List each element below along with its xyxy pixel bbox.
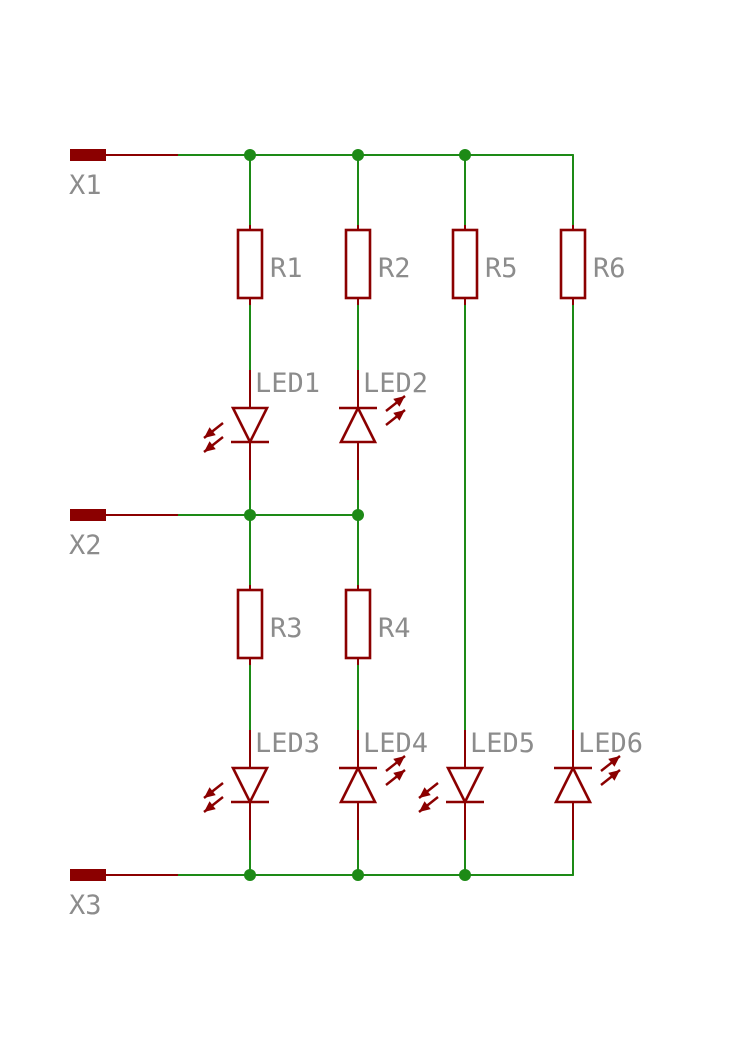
resistor-label: R3: [270, 613, 303, 644]
emission-arrow-head: [393, 756, 405, 767]
led-led6: LED6: [553, 728, 643, 840]
connector-x3: X3: [69, 869, 178, 921]
junction-dot: [459, 869, 471, 881]
resistor-label: R4: [378, 613, 411, 644]
resistor-r3: R3: [236, 585, 303, 665]
emission-arrow-head: [419, 787, 431, 798]
resistor-body: [236, 228, 264, 300]
emission-arrow-head: [419, 801, 431, 812]
connector-pad: [70, 869, 106, 881]
junction-dot: [244, 509, 256, 521]
emission-arrow-head: [204, 787, 216, 798]
junction-dot: [244, 149, 256, 161]
resistor-r5: R5: [451, 225, 518, 305]
junction-dot: [352, 509, 364, 521]
led-label: LED2: [363, 368, 428, 399]
resistor-body: [344, 228, 372, 300]
emission-arrow-head: [204, 427, 216, 438]
junctions: [244, 149, 471, 881]
led-led4: LED4: [338, 728, 428, 840]
led-triangle: [445, 766, 485, 805]
connector-pad: [70, 509, 106, 521]
connector-label: X2: [69, 530, 102, 561]
led-triangle: [338, 765, 378, 804]
junction-dot: [244, 869, 256, 881]
emission-arrow-head: [204, 441, 216, 452]
led-led5: LED5: [418, 728, 535, 840]
led-triangle: [230, 766, 270, 805]
connector-pad: [70, 149, 106, 161]
emission-arrow-head: [393, 396, 405, 407]
emission-arrow-head: [393, 770, 405, 781]
resistor-body: [344, 588, 372, 660]
emission-arrow-head: [204, 801, 216, 812]
led-label: LED4: [363, 728, 428, 759]
resistor-body: [559, 228, 587, 300]
emission-arrow-head: [608, 756, 620, 767]
resistor-label: R1: [270, 253, 303, 284]
resistor-label: R2: [378, 253, 411, 284]
led-triangle: [338, 405, 378, 444]
led-triangle: [553, 765, 593, 804]
resistor-r4: R4: [344, 585, 411, 665]
wires: [177, 154, 574, 876]
connector-label: X3: [69, 890, 102, 921]
connector-label: X1: [69, 170, 102, 201]
junction-dot: [352, 869, 364, 881]
junction-dot: [352, 149, 364, 161]
led-led1: LED1: [203, 368, 320, 480]
led-label: LED1: [255, 368, 320, 399]
led-label: LED6: [578, 728, 643, 759]
resistor-body: [451, 228, 479, 300]
led-label: LED3: [255, 728, 320, 759]
resistor-r1: R1: [236, 225, 303, 305]
resistor-r2: R2: [344, 225, 411, 305]
led-led2: LED2: [338, 368, 428, 480]
resistor-label: R5: [485, 253, 518, 284]
junction-dot: [459, 149, 471, 161]
led-label: LED5: [470, 728, 535, 759]
led-led3: LED3: [203, 728, 320, 840]
emission-arrow-head: [393, 410, 405, 421]
connector-x2: X2: [69, 509, 178, 561]
emission-arrow-head: [608, 770, 620, 781]
connector-x1: X1: [69, 149, 178, 201]
resistor-r6: R6: [559, 225, 626, 305]
led-triangle: [230, 406, 270, 445]
resistor-body: [236, 588, 264, 660]
resistor-label: R6: [593, 253, 626, 284]
